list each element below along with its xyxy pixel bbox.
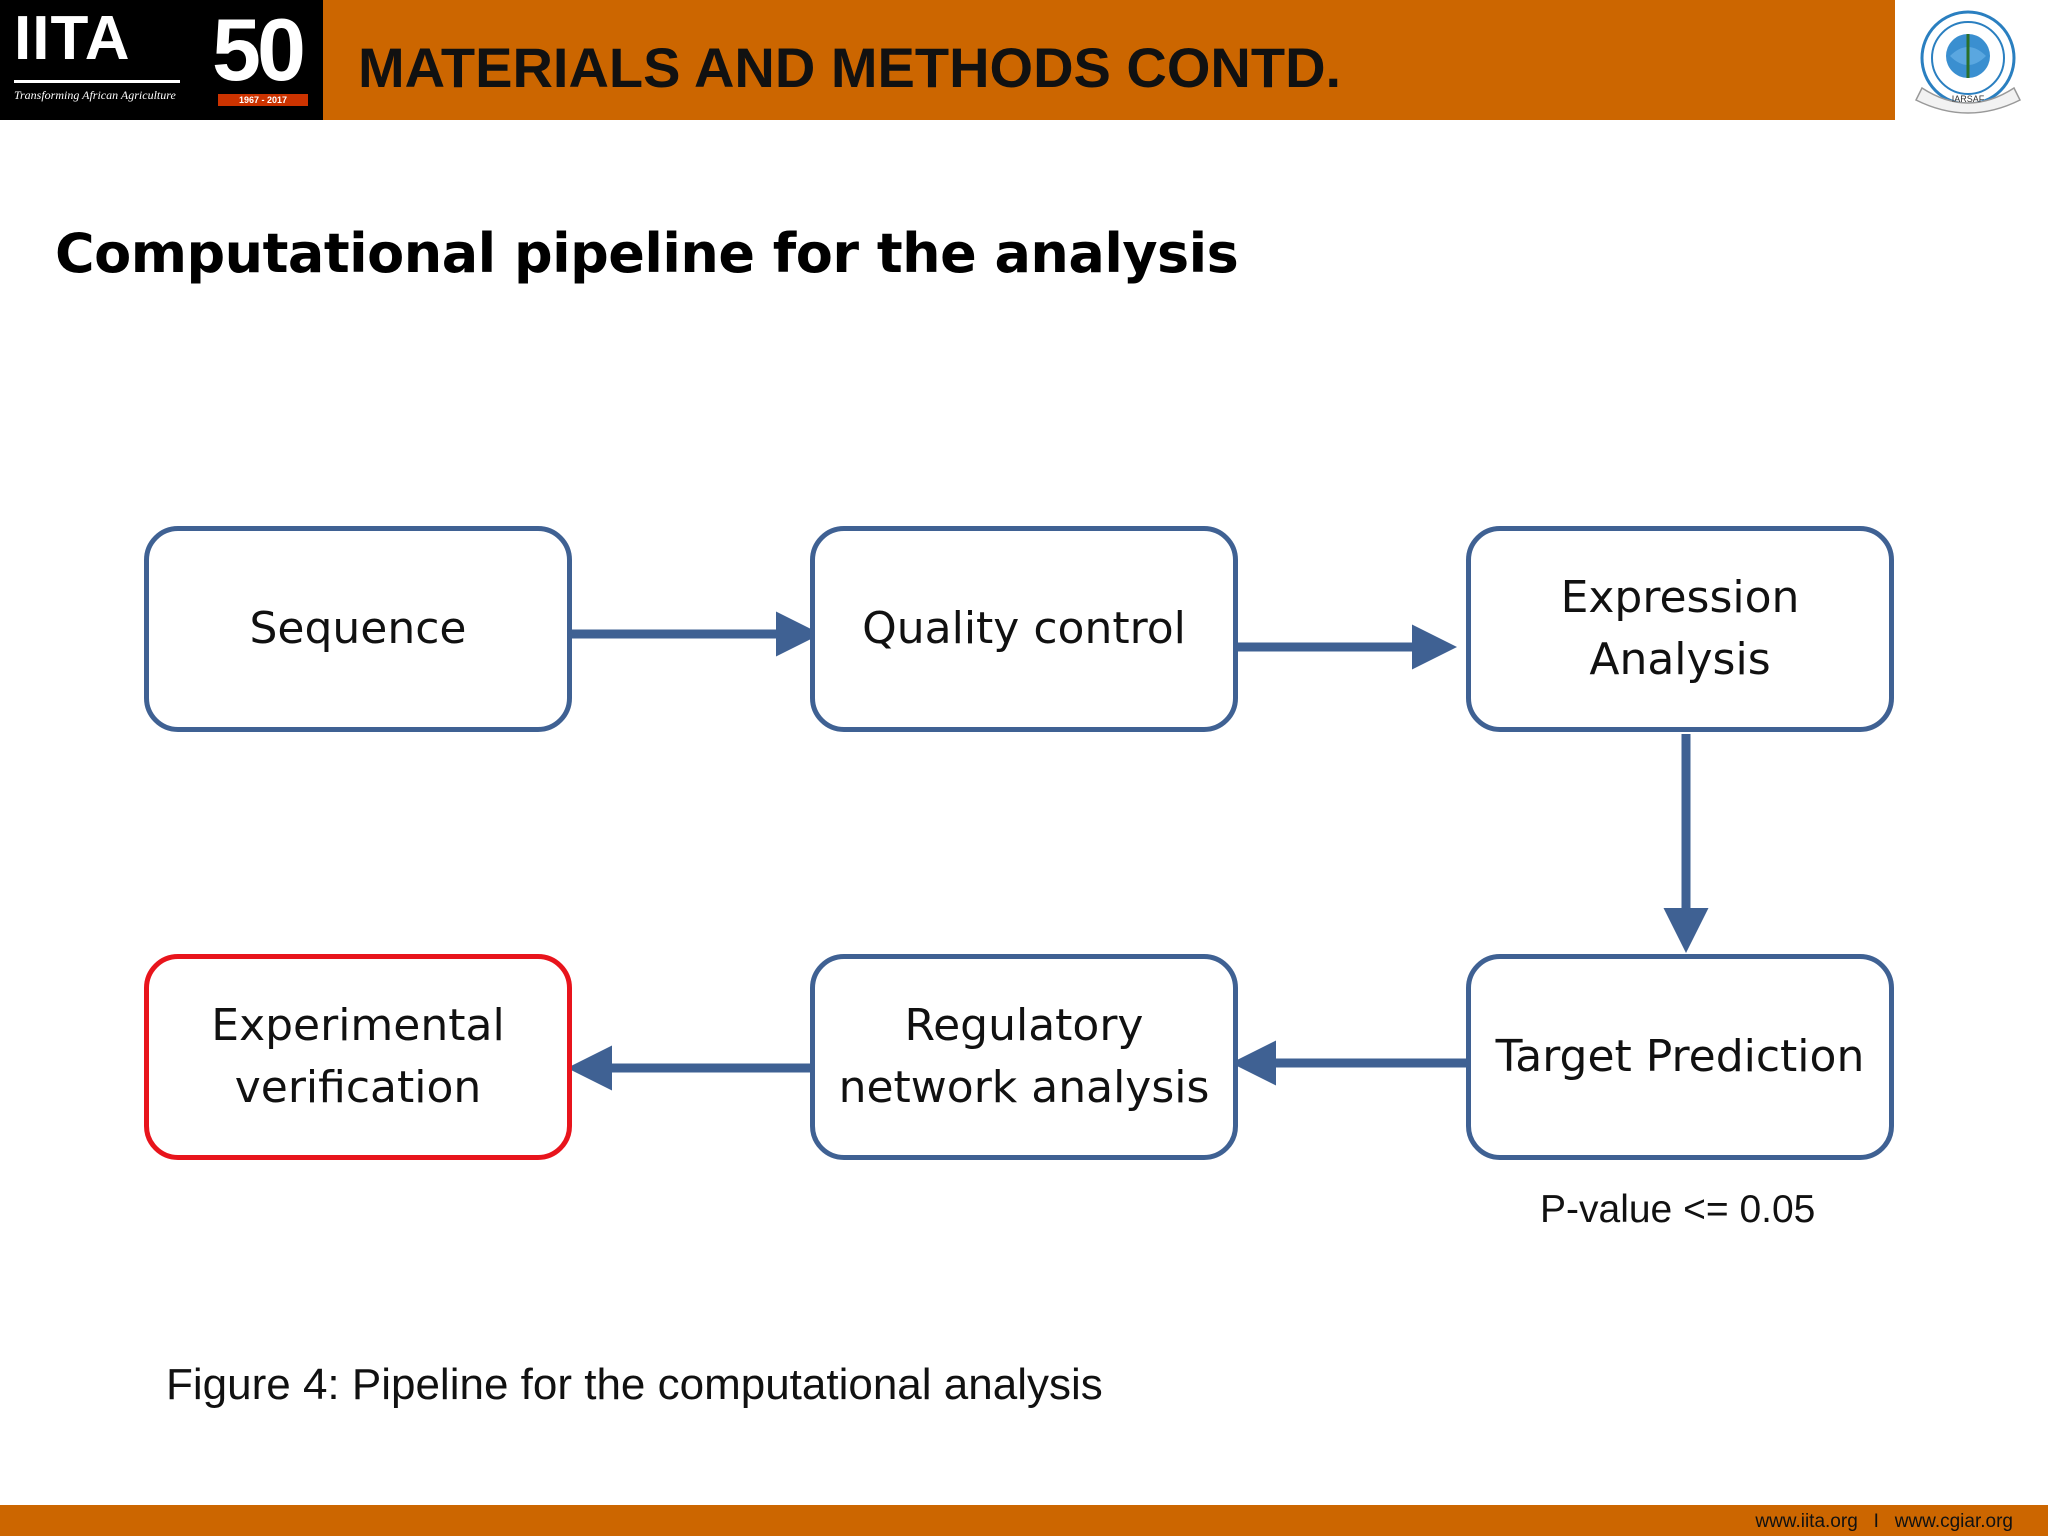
node-sequence: Sequence <box>144 526 572 732</box>
logo-underline <box>14 80 180 83</box>
section-subtitle: Computational pipeline for the analysis <box>55 222 1239 285</box>
node-experimental-verification-label: Experimental verification <box>211 1000 505 1113</box>
anniversary-years: 1967 - 2017 <box>218 94 308 106</box>
node-regulatory-network-analysis-label: Regulatory network analysis <box>838 1000 1210 1113</box>
node-quality-control: Quality control <box>810 526 1238 732</box>
p-value-note: P-value <= 0.05 <box>1540 1188 1816 1231</box>
logo-mark: IITA <box>14 4 131 73</box>
iita-logo: IITA Transforming African Agriculture 50… <box>0 0 323 120</box>
iarsaf-seal-logo: IARSAF <box>1914 10 2022 114</box>
node-target-prediction: Target Prediction <box>1466 954 1894 1160</box>
figure-caption: Figure 4: Pipeline for the computational… <box>166 1360 1103 1409</box>
node-experimental-verification: Experimental verification <box>144 954 572 1160</box>
anniversary-number: 50 <box>212 0 306 99</box>
node-quality-control-label: Quality control <box>862 603 1186 654</box>
footer-bar <box>0 1505 2048 1536</box>
logo-tagline: Transforming African Agriculture <box>14 88 176 102</box>
seal-ribbon-text: IARSAF <box>1952 94 1985 104</box>
node-expression-analysis: Expression Analysis <box>1466 526 1894 732</box>
node-target-prediction-label: Target Prediction <box>1495 1031 1865 1082</box>
page-title: MATERIALS AND METHODS CONTD. <box>358 36 1342 99</box>
node-sequence-label: Sequence <box>249 603 467 654</box>
node-expression-analysis-label: Expression Analysis <box>1560 572 1800 685</box>
node-regulatory-network-analysis: Regulatory network analysis <box>810 954 1238 1160</box>
footer-links: www.iita.org I www.cgiar.org <box>1755 1511 2013 1532</box>
